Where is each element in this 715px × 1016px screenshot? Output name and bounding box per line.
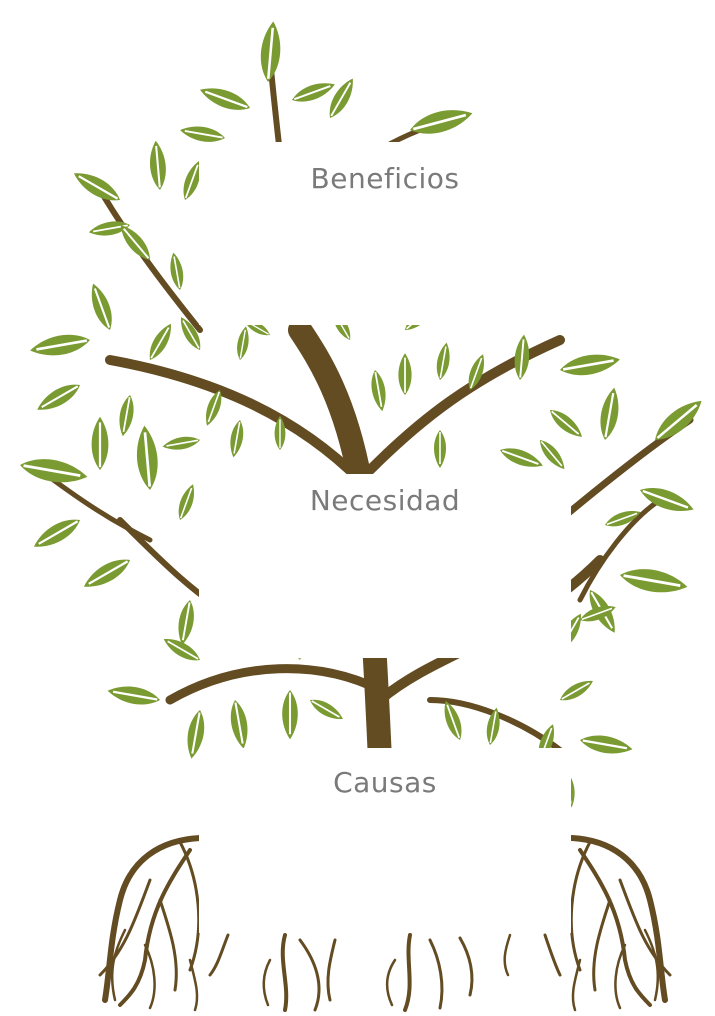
- tree-leaves: [18, 21, 708, 809]
- benefits-panel: Beneficios: [199, 142, 571, 325]
- causes-panel: Causas: [199, 748, 571, 933]
- need-panel: Necesidad: [199, 474, 571, 658]
- need-title: Necesidad: [199, 484, 571, 517]
- causes-title: Causas: [199, 766, 571, 799]
- benefits-title: Beneficios: [199, 162, 571, 195]
